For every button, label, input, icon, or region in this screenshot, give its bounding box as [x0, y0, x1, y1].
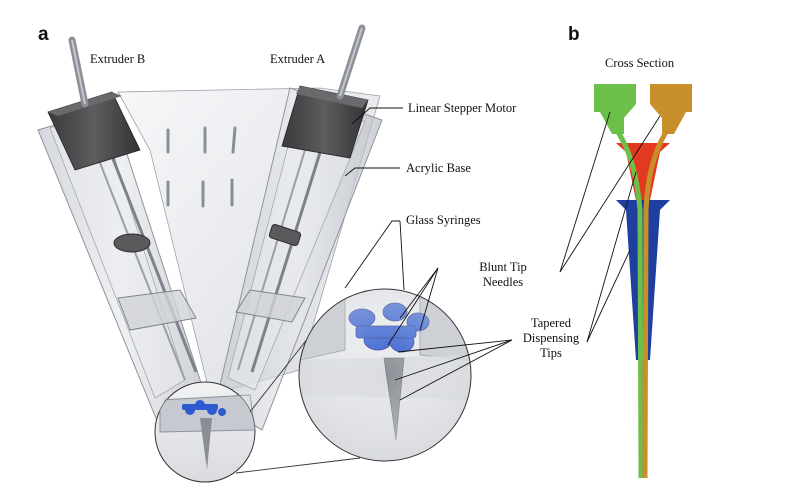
printhead-assembly: [37, 24, 383, 433]
plate-slots: [166, 126, 237, 208]
green-hub: [594, 84, 636, 134]
carriage-a: [268, 223, 302, 247]
red-tip: [616, 143, 670, 210]
tips-label-line2: Dispensing: [522, 331, 580, 345]
orange-needle: [642, 130, 669, 479]
extruder-a: [215, 24, 383, 431]
tips-label: Tapered Dispensing Tips: [514, 316, 588, 361]
orange-hub: [650, 84, 692, 134]
tips-label-line3: Tips: [540, 346, 562, 360]
motor-label: Linear Stepper Motor: [408, 101, 517, 115]
carriage-b: [113, 233, 151, 253]
syringes-label: Glass Syringes: [406, 213, 481, 227]
extruder-b: [37, 36, 206, 429]
cross-section-title: Cross Section: [605, 56, 675, 70]
extruder-b-label: Extruder B: [90, 52, 146, 66]
tips-label-line1: Tapered: [530, 316, 572, 330]
cross-section-diagram: [594, 84, 692, 479]
blue-tip: [616, 200, 670, 360]
needles-label: Blunt Tip Needles: [468, 260, 538, 290]
needles-label-line1: Blunt Tip: [479, 260, 527, 274]
needles-label-line2: Needles: [482, 275, 524, 289]
extruder-a-label: Extruder A: [270, 52, 326, 66]
base-label: Acrylic Base: [406, 161, 471, 175]
zoom-connector-bottom: [235, 457, 361, 474]
leader-lines-a: [344, 107, 513, 401]
green-needle: [615, 130, 644, 479]
small-zoom-circle: [154, 381, 256, 483]
panel-a-label: a: [38, 24, 49, 45]
panel-b-label: b: [568, 24, 580, 45]
leader-lines-b: [559, 111, 661, 343]
large-zoom-circle: [298, 288, 472, 462]
